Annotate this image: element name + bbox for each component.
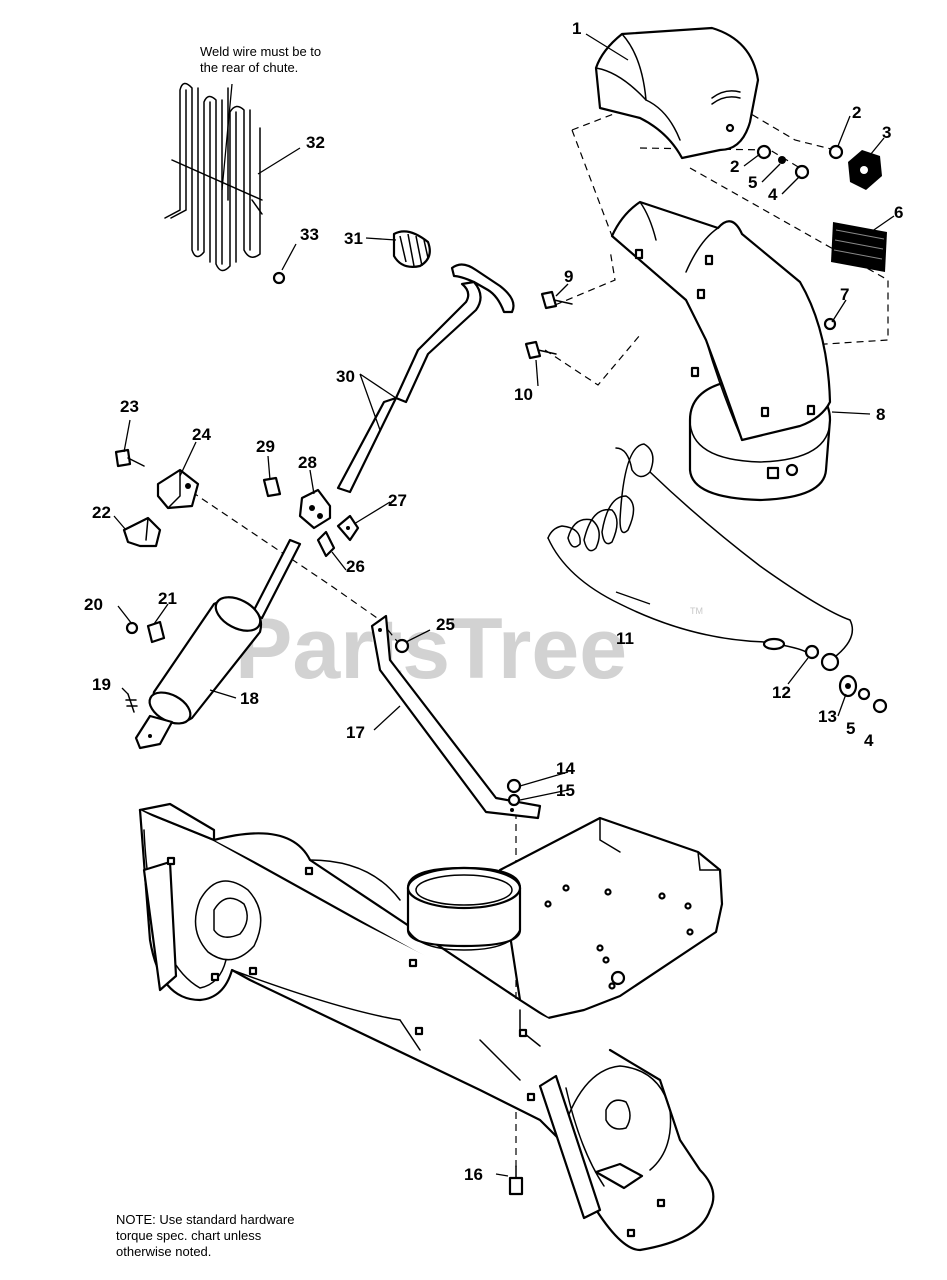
callout-26: 26 (346, 557, 365, 576)
nut-14 (506, 778, 522, 794)
callout-2-left: 2 (730, 157, 739, 176)
callout-8: 8 (876, 405, 885, 424)
callout-7: 7 (840, 285, 849, 304)
callout-32: 32 (306, 133, 325, 152)
weld-note-line-1: Weld wire must be to (200, 44, 321, 59)
weld-note-line-2: the rear of chute. (200, 60, 298, 75)
watermark-tm: TM (690, 606, 703, 616)
callout-27: 27 (388, 491, 407, 510)
crank-handle (336, 230, 515, 494)
weld-wire (164, 82, 263, 272)
callout-13: 13 (818, 707, 837, 726)
hardware-note-line-2: torque spec. chart unless (116, 1228, 262, 1243)
nut-25 (394, 638, 410, 654)
chute-deflector (594, 26, 760, 160)
pin-29 (262, 476, 282, 498)
chute-body (610, 200, 832, 502)
support-bar-17 (370, 614, 542, 820)
lock-washer-5a (778, 156, 786, 164)
callout-1: 1 (572, 19, 581, 38)
callout-17: 17 (346, 723, 365, 742)
callout-30: 30 (336, 367, 355, 386)
callout-4-bottom: 4 (864, 731, 874, 750)
nut-4b (872, 698, 888, 714)
screw-20 (125, 621, 139, 635)
washer-2a (828, 144, 844, 160)
callout-24: 24 (192, 425, 211, 444)
callout-29: 29 (256, 437, 275, 456)
callout-21: 21 (158, 589, 177, 608)
hardware-note-line-1: NOTE: Use standard hardware (116, 1212, 294, 1227)
hardware-note-line-3: otherwise noted. (116, 1244, 211, 1259)
callout-22: 22 (92, 503, 111, 522)
leader-lines (113, 33, 895, 1177)
crank-tube-18 (134, 538, 302, 750)
clamp-13 (838, 674, 858, 698)
spring-26 (316, 530, 336, 558)
callout-16: 16 (464, 1165, 483, 1184)
bracket-28 (298, 488, 332, 530)
bolt-9 (540, 290, 573, 310)
cable-11 (547, 443, 854, 672)
nut-33 (272, 271, 286, 285)
nut-4a (794, 164, 810, 180)
lock-washer-5b (857, 687, 871, 701)
callout-28: 28 (298, 453, 317, 472)
callout-5-bottom: 5 (846, 719, 855, 738)
callout-23: 23 (120, 397, 139, 416)
callout-15: 15 (556, 781, 575, 800)
callouts: 1 2 3 2 5 4 6 7 8 9 10 11 12 13 5 4 14 1… (84, 19, 903, 1184)
auger-housing (138, 802, 724, 1252)
callout-14: 14 (556, 759, 575, 778)
weld-note: Weld wire must be to the rear of chute. (200, 44, 321, 75)
callout-10: 10 (514, 385, 533, 404)
callout-25: 25 (436, 615, 455, 634)
fitting-21 (146, 620, 166, 644)
callout-12: 12 (772, 683, 791, 702)
clip-27 (336, 514, 360, 542)
bolt-23 (114, 448, 145, 468)
spring-19 (125, 693, 138, 713)
callout-6: 6 (894, 203, 903, 222)
assembly-lines (191, 71, 889, 1168)
callout-2-top: 2 (852, 103, 861, 122)
bolt-16 (508, 1165, 524, 1196)
knob-3 (848, 150, 882, 190)
bracket-22 (122, 516, 162, 548)
callout-5-top: 5 (748, 173, 757, 192)
watermark: PartsTree (235, 601, 627, 697)
bracket-24 (156, 468, 200, 510)
hardware-note: NOTE: Use standard hardware torque spec.… (116, 1212, 294, 1259)
bolt-10 (524, 340, 557, 360)
callout-33: 33 (300, 225, 319, 244)
callout-4-top: 4 (768, 185, 778, 204)
callout-9: 9 (564, 267, 573, 286)
callout-19: 19 (92, 675, 111, 694)
callout-31: 31 (344, 229, 363, 248)
washer-12 (804, 644, 820, 660)
washer-2b (756, 144, 772, 160)
callout-20: 20 (84, 595, 103, 614)
washer-15 (507, 793, 521, 807)
callout-3: 3 (882, 123, 891, 142)
decal-6 (831, 222, 887, 272)
callout-11: 11 (616, 629, 634, 648)
callout-18: 18 (240, 689, 259, 708)
